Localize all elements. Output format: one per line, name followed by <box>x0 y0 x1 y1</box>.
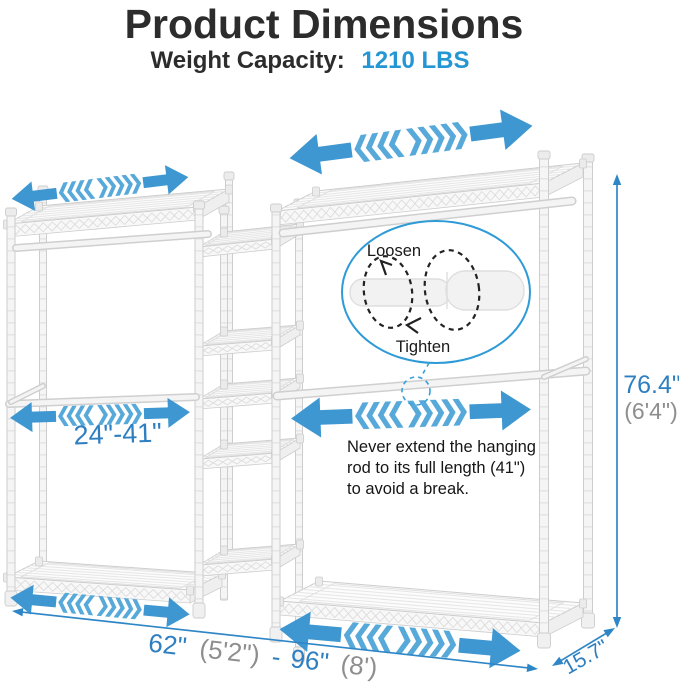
loosen-arrow-icon <box>379 259 393 276</box>
rod-range-label: 24"-41" <box>73 417 162 450</box>
depth-dimension-label: 15.7" <box>559 635 612 679</box>
wire-shelf <box>195 539 304 577</box>
rack-post <box>192 200 206 619</box>
weight-capacity-value: 1210 LBS <box>361 47 469 74</box>
rack-post <box>537 150 551 649</box>
wire-shelf <box>195 320 304 357</box>
wire-shelf <box>195 433 304 470</box>
weight-capacity-label: Weight Capacity: <box>151 47 345 74</box>
expand-arrow-middle-right <box>291 390 531 438</box>
wire-shelf <box>276 576 587 638</box>
depth-dimension-arrow <box>552 628 615 666</box>
tighten-label: Tighten <box>396 338 450 356</box>
tighten-rotation-loop <box>423 249 481 331</box>
rack-post <box>269 203 283 643</box>
loosen-label: Loosen <box>367 242 421 260</box>
callout-pointer-line <box>420 362 430 378</box>
callout-pointer-circle <box>401 376 431 406</box>
height-dimension-arrow <box>612 174 622 628</box>
expand-arrow-bottom-left <box>10 584 190 628</box>
expand-arrow-top-left <box>11 165 189 211</box>
height-dimension-alt-label: (6'4") <box>624 398 677 424</box>
width-dimension-arrow <box>12 608 538 672</box>
loosen-rotation-loop <box>362 255 414 329</box>
hanging-rod <box>12 230 212 252</box>
width-dimension-label: 62" (5'2") - 96" (8') <box>147 628 379 683</box>
hanging-rod <box>8 383 46 405</box>
dimension-lines <box>12 174 622 672</box>
hanging-rod <box>541 356 589 380</box>
expand-arrow-top-right <box>289 109 533 175</box>
expand-arrow-middle-left <box>10 397 190 433</box>
tighten-arrow-icon <box>404 317 422 334</box>
hanging-rod <box>5 393 200 408</box>
rod-closeup-callout: Loosen Tighten <box>341 220 531 406</box>
wire-shelf <box>273 158 587 226</box>
hanging-rod <box>278 196 577 238</box>
hanging-rod <box>272 366 591 401</box>
height-dimension-label: 76.4" <box>623 371 679 399</box>
wire-shelf <box>3 556 226 604</box>
expansion-arrows <box>10 109 533 669</box>
rack-post <box>581 153 595 629</box>
garment-rack-illustration <box>3 150 595 663</box>
weight-capacity-line: Weight Capacity: 1210 LBS <box>151 47 470 74</box>
page-title: Product Dimensions <box>125 1 524 47</box>
telescoping-rod-closeup <box>349 249 525 331</box>
wire-shelf <box>195 219 304 258</box>
hanging-rod-warning-note: Never extend the hanging rod to its full… <box>347 438 541 498</box>
